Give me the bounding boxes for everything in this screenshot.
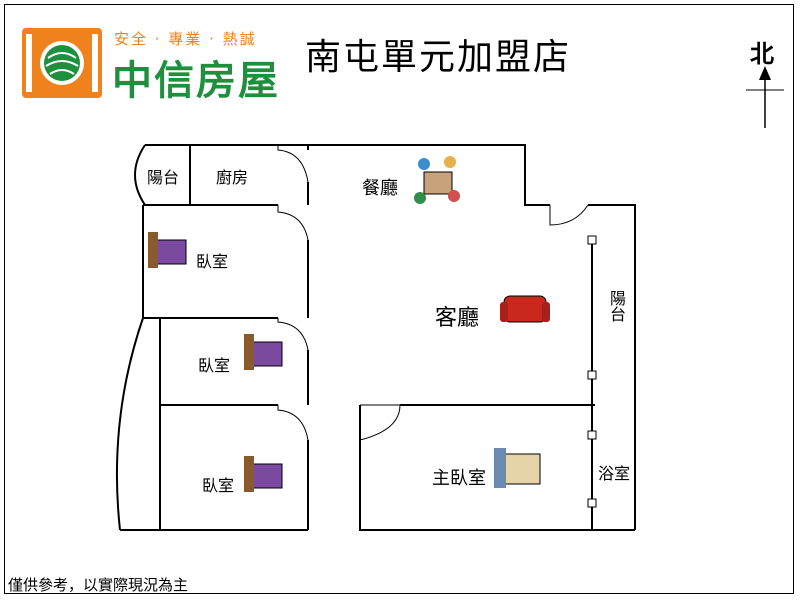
room-label-bedroom-3: 臥室	[202, 476, 235, 495]
room-label-master-bedroom: 主臥室	[432, 468, 486, 489]
room-label-dining: 餐廳	[362, 178, 398, 199]
logo-name: 中信房屋	[112, 58, 280, 104]
north-label: 北	[750, 40, 774, 68]
disclaimer: 僅供參考，以實際現況為主	[8, 576, 189, 594]
logo-slogan: 安全 · 專業 · 熱誠	[114, 30, 257, 48]
page-frame	[4, 4, 794, 594]
logo-mark-icon	[22, 28, 102, 98]
room-label-balcony-right: 陽台	[607, 290, 626, 322]
room-label-bedroom-2: 臥室	[198, 356, 231, 375]
room-label-balcony-top: 陽台	[147, 168, 180, 187]
room-label-living: 客廳	[435, 306, 480, 331]
room-label-bedroom-1: 臥室	[196, 252, 229, 271]
room-label-bathroom: 浴室	[598, 464, 631, 483]
room-label-kitchen: 廚房	[216, 168, 249, 187]
store-name: 南屯單元加盟店	[305, 37, 572, 78]
